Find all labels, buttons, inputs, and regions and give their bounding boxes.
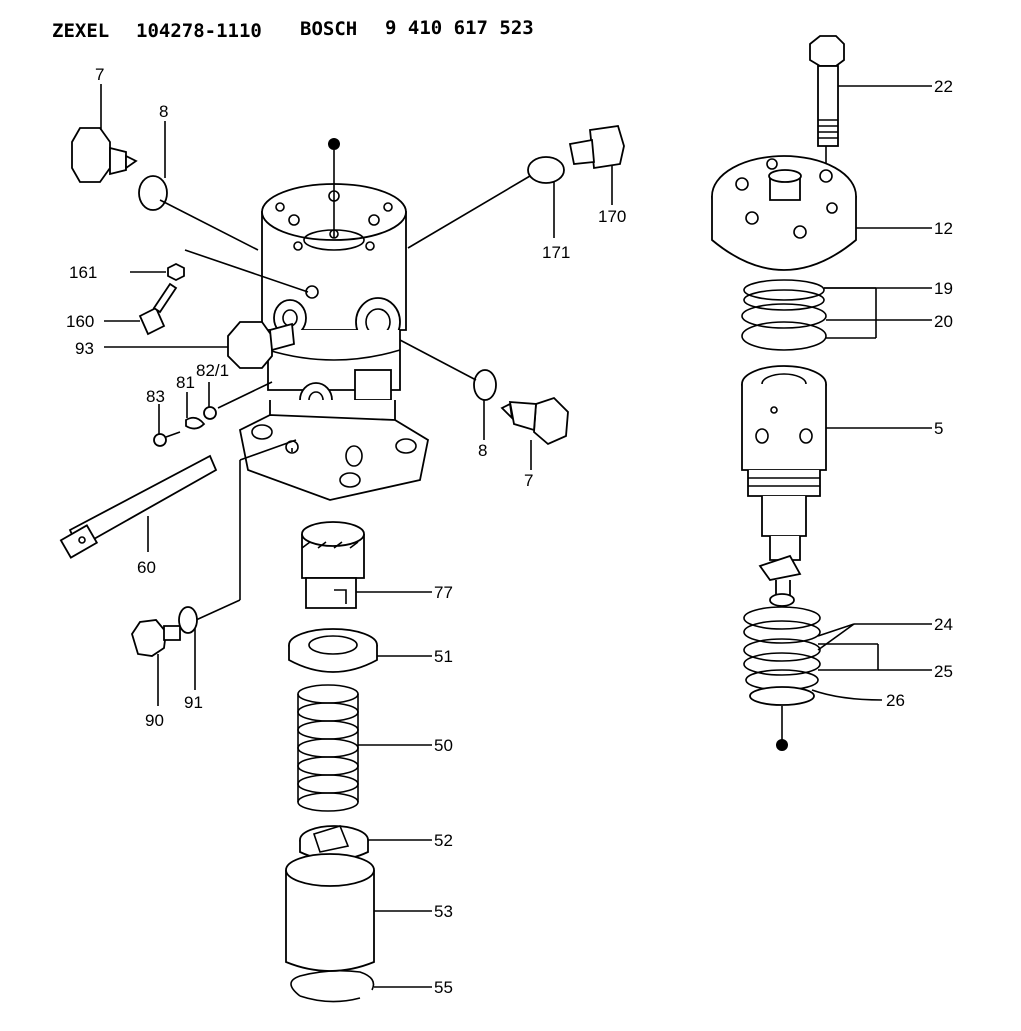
o-rings-19-20 (741, 279, 827, 351)
header-zexel-part-number: 104278-1110 (136, 20, 262, 42)
callout-52: 52 (434, 831, 453, 850)
control-sleeve-77 (301, 521, 365, 609)
callout-161: 161 (69, 263, 97, 282)
callout-20: 20 (934, 312, 953, 331)
callout-82-1: 82/1 (196, 361, 229, 380)
seal-ring-171 (527, 156, 565, 184)
callout-5: 5 (934, 419, 943, 438)
callout-93: 93 (75, 339, 94, 358)
header-brand-bosch: BOSCH (300, 18, 357, 40)
callout-22: 22 (934, 77, 953, 96)
header-bosch-part-number: 9 410 617 523 (385, 17, 534, 39)
plug-screw-170 (568, 124, 625, 170)
seal-ring-91 (178, 606, 198, 634)
snap-ring-55 (290, 969, 375, 1003)
plunger-barrel-5 (741, 365, 827, 607)
callout-51: 51 (434, 647, 453, 666)
callout-77: 77 (434, 583, 453, 602)
seal-ring-8-right (473, 369, 497, 401)
callout-91: 91 (184, 693, 203, 712)
plug-screw-90 (131, 619, 181, 657)
right-assembly-marker-dot (776, 739, 788, 751)
callout-24: 24 (934, 615, 953, 634)
callout-83: 83 (146, 387, 165, 406)
callout-53: 53 (434, 902, 453, 921)
seal-ring-8-top (138, 175, 168, 211)
spring-seat-51 (288, 628, 378, 673)
callout-25: 25 (934, 662, 953, 681)
callout-8-right: 8 (478, 441, 487, 460)
tappet-53 (285, 853, 375, 972)
callout-8-top: 8 (159, 102, 168, 121)
plug-screw-7-top (71, 127, 138, 183)
control-rod-60 (59, 454, 218, 559)
callout-60: 60 (137, 558, 156, 577)
callout-55: 55 (434, 978, 453, 997)
callout-7-right: 7 (524, 471, 533, 490)
callout-170: 170 (598, 207, 626, 226)
plunger-spring-50 (297, 684, 359, 812)
callout-160: 160 (66, 312, 94, 331)
bolt-22 (809, 35, 845, 147)
screw-83 (153, 431, 181, 447)
callout-50: 50 (434, 736, 453, 755)
callout-171: 171 (542, 243, 570, 262)
assembly-marker-dot (328, 138, 340, 150)
callout-90: 90 (145, 711, 164, 730)
header-brand-zexel: ZEXEL (52, 20, 109, 42)
o-rings-24-25-26 (743, 606, 821, 706)
plug-screw-7-right (500, 396, 569, 446)
callout-81: 81 (176, 373, 195, 392)
nut-161 (167, 262, 185, 282)
callout-12: 12 (934, 219, 953, 238)
seal-ring-82-1 (203, 406, 217, 420)
callout-26: 26 (886, 691, 905, 710)
screw-160 (138, 282, 178, 336)
diagram-header: ZEXEL 104278-1110 BOSCH 9 410 617 523 (52, 17, 534, 42)
washer-81 (185, 416, 206, 430)
callout-labels: 7 8 170 171 161 160 93 83 81 82/1 8 7 60… (66, 65, 953, 997)
valve-holder-flange-12 (711, 155, 857, 271)
callout-19: 19 (934, 279, 953, 298)
callout-7-top: 7 (95, 65, 104, 84)
banjo-bolt-93 (227, 321, 295, 369)
